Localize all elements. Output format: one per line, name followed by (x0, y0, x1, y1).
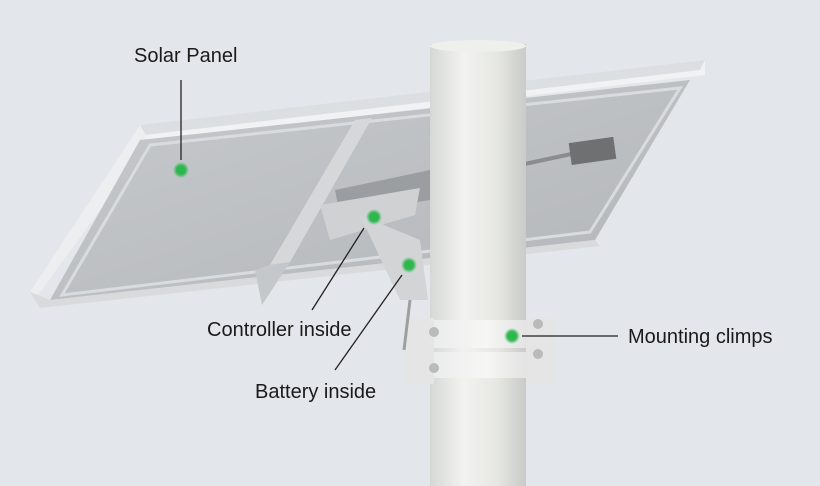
marker-controller (366, 209, 382, 225)
marker-battery (401, 257, 417, 273)
label-solar-panel: Solar Panel (134, 45, 238, 67)
leader-line-controller (311, 227, 365, 311)
mounting-clamps-shape (402, 299, 556, 384)
leader-line-battery (334, 274, 403, 371)
marker-mounting (504, 328, 520, 344)
label-mounting: Mounting climps (628, 326, 773, 348)
marker-solar-panel (173, 162, 189, 178)
pole (430, 40, 526, 486)
label-controller: Controller inside (207, 319, 352, 341)
label-battery: Battery inside (255, 381, 377, 403)
